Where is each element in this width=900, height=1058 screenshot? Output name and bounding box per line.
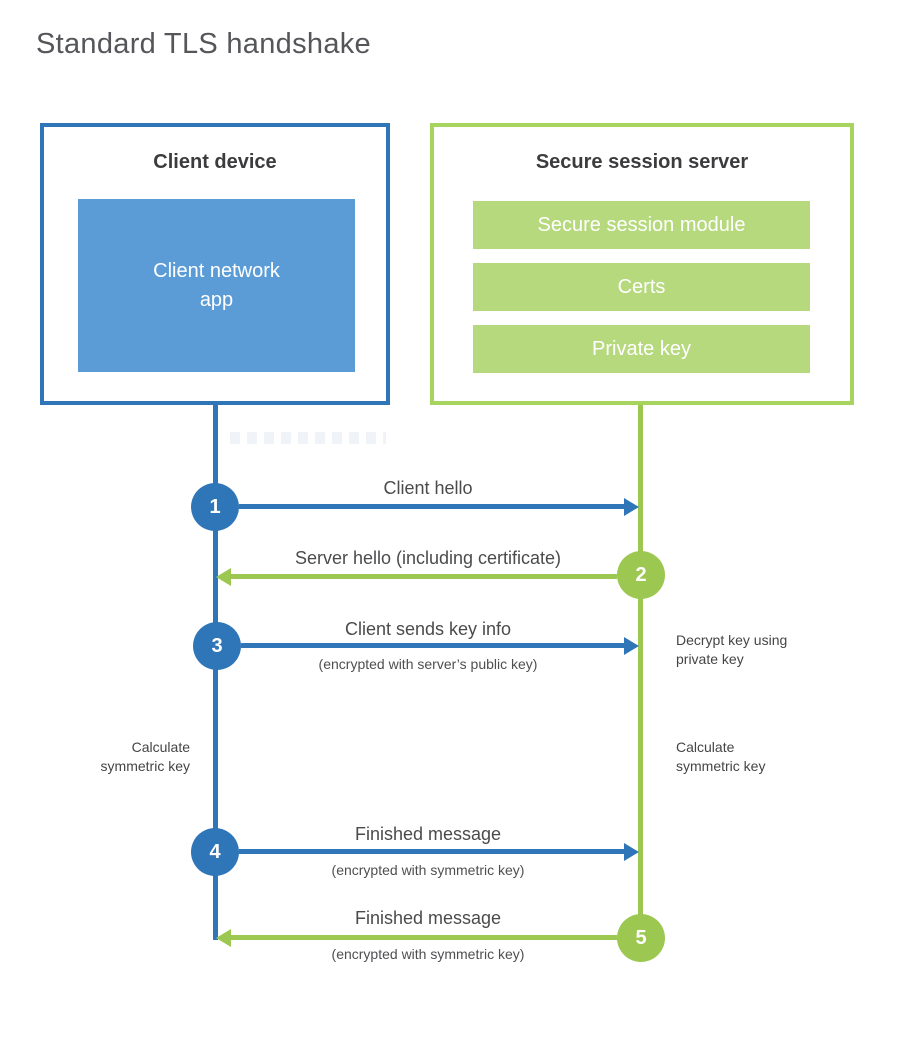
faint-dashed-artifact: [230, 432, 386, 444]
server-module-certs: Certs: [473, 263, 810, 311]
server-lifeline: [638, 405, 643, 940]
client-network-app-box: Client network app: [78, 199, 355, 372]
client-lifeline: [213, 405, 218, 940]
note-calculate-symmetric-key-client: Calculate symmetric key: [100, 739, 190, 774]
step-5-arrow: [231, 935, 617, 940]
note-calculate-symmetric-key-server: Calculate symmetric key: [676, 739, 766, 774]
step-1-badge: 1: [191, 483, 239, 531]
step-2-badge: 2: [617, 551, 665, 599]
client-device-header: Client device: [153, 151, 277, 173]
step-3-sublabel: (encrypted with server’s public key): [318, 656, 538, 672]
secure-session-server-header: Secure session server: [535, 151, 749, 173]
server-module-private-key: Private key: [473, 325, 810, 373]
step-3-arrowhead-right-icon: [624, 637, 639, 655]
step-5-badge: 5: [617, 914, 665, 962]
client-device-box: Client device Client network app: [40, 123, 390, 405]
step-2-arrow: [231, 574, 617, 579]
step-4-arrowhead-right-icon: [624, 843, 639, 861]
step-1-arrow: [239, 504, 624, 509]
step-3-arrow: [241, 643, 624, 648]
step-4-badge: 4: [191, 828, 239, 876]
page-title: Standard TLS handshake: [36, 28, 371, 60]
step-2-arrowhead-left-icon: [216, 568, 231, 586]
server-module-secure-session-module: Secure session module: [473, 201, 810, 249]
step-1-arrowhead-right-icon: [624, 498, 639, 516]
step-1-label: Client hello: [383, 478, 473, 498]
step-4-sublabel: (encrypted with symmetric key): [331, 862, 525, 878]
step-4-arrow: [239, 849, 624, 854]
step-3-label: Client sends key info: [344, 619, 512, 639]
step-3-badge: 3: [193, 622, 241, 670]
step-4-label: Finished message: [354, 824, 502, 844]
step-2-label: Server hello (including certificate): [294, 548, 562, 568]
note-decrypt-key: Decrypt key using private key: [676, 632, 788, 667]
step-5-arrowhead-left-icon: [216, 929, 231, 947]
step-5-sublabel: (encrypted with symmetric key): [331, 946, 525, 962]
secure-session-server-box: Secure session server Secure session mod…: [430, 123, 854, 405]
step-5-label: Finished message: [354, 908, 502, 928]
